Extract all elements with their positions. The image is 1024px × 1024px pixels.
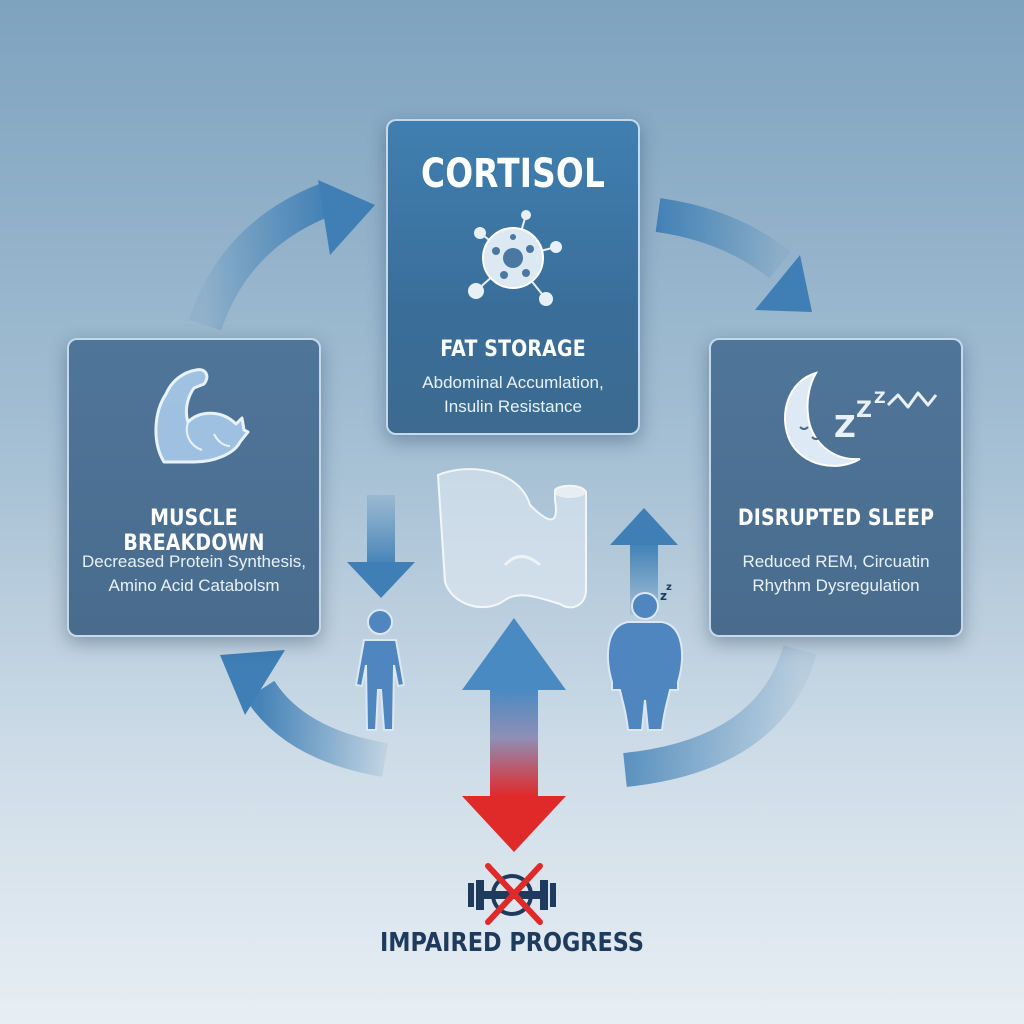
svg-text:z: z [660, 589, 667, 603]
disrupted-sleep-card: Z Z Z DISRUPTED SLEEP Reduced REM, Circu… [709, 338, 963, 637]
sleep-z-small: Z [874, 388, 886, 407]
arrow-down-left [347, 495, 415, 598]
molecule-icon [468, 210, 562, 306]
arrow-sleep-to-bottom [623, 644, 817, 787]
fat-storage-title: FAT STORAGE [440, 337, 586, 362]
arrow-muscle-to-cortisol [188, 180, 375, 331]
sleepy-person-icon [606, 592, 684, 731]
disrupted-sleep-line2: Rhythm Dysregulation [752, 576, 920, 595]
arrow-bottom-to-muscle [220, 650, 388, 777]
arrow-cortisol-to-sleep [655, 198, 812, 312]
slim-person-icon [354, 609, 406, 731]
disrupted-sleep-title: DISRUPTED SLEEP [737, 506, 935, 531]
disrupted-sleep-line1: Reduced REM, Circuatin [742, 552, 930, 571]
moon-sleep-icon: Z Z Z [784, 371, 938, 467]
flexed-arm-icon [154, 368, 250, 464]
muscle-breakdown-card: MUSCLE BREAKDOWN Decreased Protein Synth… [67, 338, 321, 637]
muscle-breakdown-line1: Decreased Protein Synthesis, [82, 552, 306, 571]
muscle-breakdown-title: MUSCLE BREAKDOWN [123, 506, 265, 556]
double-arrow-center [462, 618, 566, 852]
cortisol-title: CORTISOL [420, 151, 606, 197]
cortisol-card: CORTISOL FAT STORAGE Abdominal Accumlat [386, 119, 640, 435]
sleep-z-medium: Z [856, 398, 872, 423]
sleep-z-large: Z [834, 410, 856, 445]
muscle-breakdown-line2: Amino Acid Catabolsm [108, 576, 280, 595]
impaired-progress-label: IMPAIRED PROGRESS [379, 928, 645, 958]
stomach-organ-icon [436, 468, 587, 609]
crossed-dumbbell-icon [468, 863, 556, 925]
fat-storage-line2: Insulin Resistance [444, 397, 582, 416]
svg-text:z: z [666, 582, 672, 593]
fat-storage-line1: Abdominal Accumlation, [422, 373, 604, 392]
